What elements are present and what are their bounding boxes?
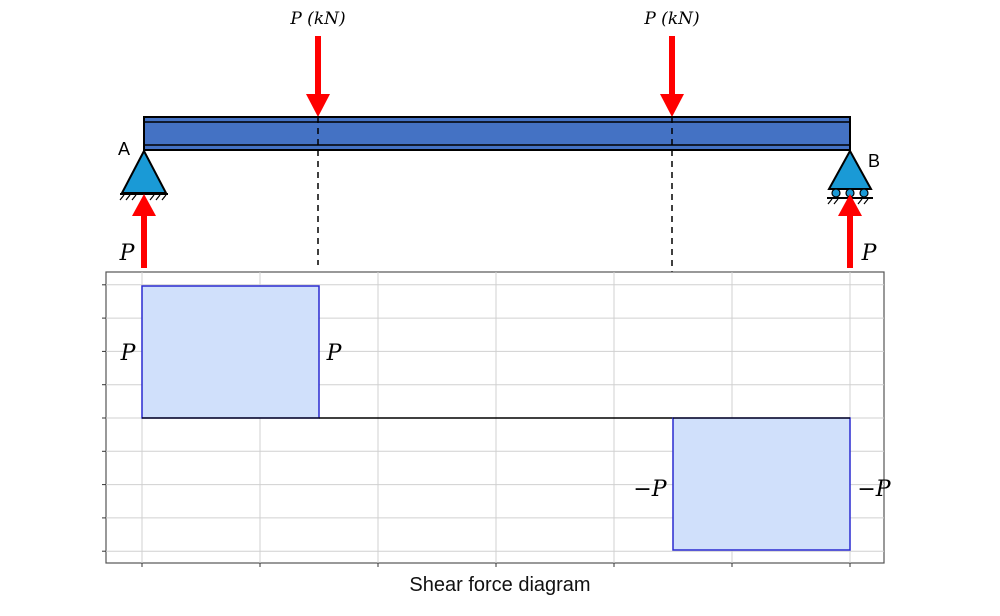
right-load-label: P (kN) <box>643 9 699 29</box>
pin-support-a <box>119 148 168 201</box>
axis-ticks <box>102 284 851 567</box>
support-b-label: B <box>868 151 880 171</box>
negative-shear-block <box>672 417 851 551</box>
shear-label-pos-left: P <box>120 341 137 366</box>
reaction-arrow-a <box>132 194 156 268</box>
reaction-arrow-b <box>838 194 862 268</box>
shear-label-pos-right: P <box>326 341 343 366</box>
shear-label-neg-left: −P <box>633 477 667 502</box>
reaction-a-label: P <box>119 241 136 266</box>
beam <box>143 116 851 151</box>
sfd-plot <box>102 271 885 567</box>
support-a-label: A <box>118 139 130 159</box>
right-load-arrow <box>660 36 684 117</box>
left-load-arrow <box>306 36 330 117</box>
shear-blocks <box>141 285 851 551</box>
diagram-title: Shear force diagram <box>409 574 590 596</box>
shear-label-neg-right: −P <box>857 477 891 502</box>
left-load-label: P (kN) <box>289 9 345 29</box>
positive-shear-block <box>141 285 320 419</box>
reaction-b-label: P <box>861 241 878 266</box>
